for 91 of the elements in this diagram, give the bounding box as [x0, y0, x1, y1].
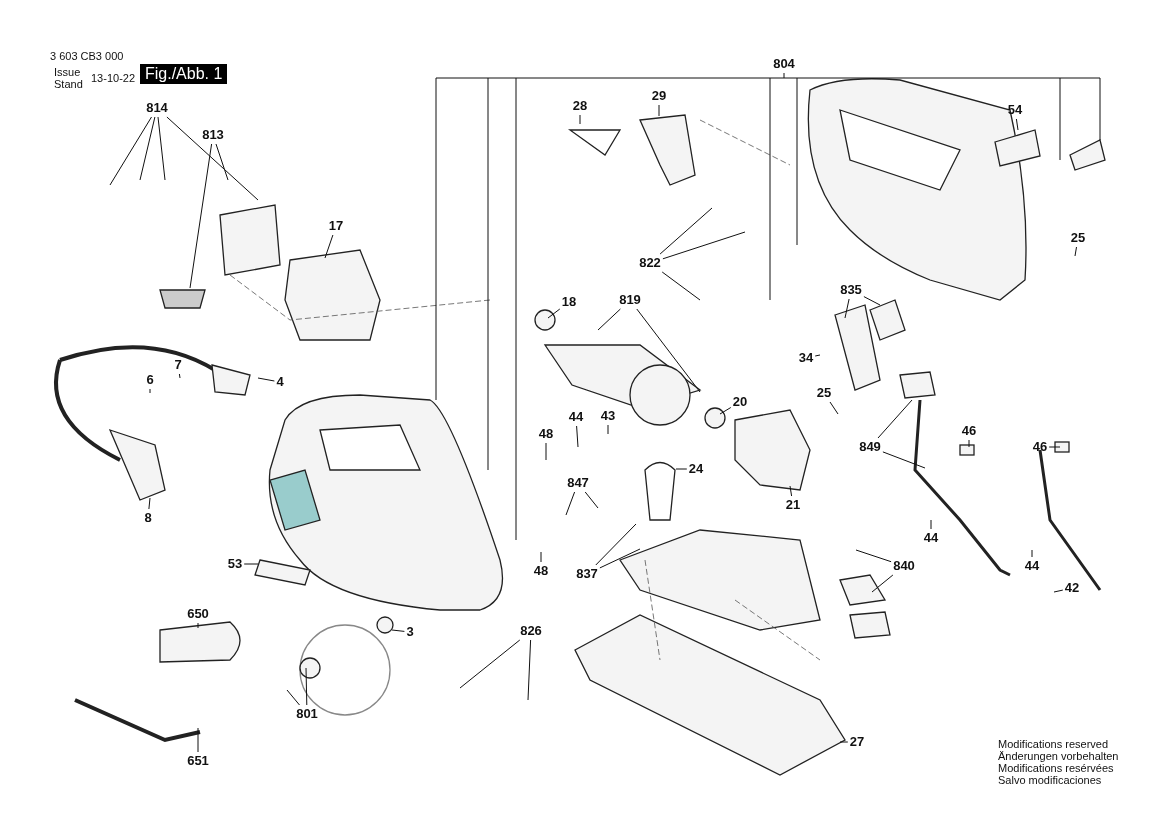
leader-line — [149, 388, 151, 394]
issue-label: Stand — [54, 78, 83, 90]
leader-line — [540, 551, 542, 563]
callout-number: 48 — [533, 564, 549, 578]
callout-number: 28 — [572, 99, 588, 113]
leader-line — [1015, 118, 1019, 131]
callout-number: 6 — [146, 373, 154, 387]
callout-number: 837 — [576, 567, 598, 581]
note-text: Modifications resérvées — [998, 762, 1114, 774]
leader-line — [257, 377, 275, 382]
callout-number: 42 — [1064, 581, 1080, 595]
leader-line — [435, 72, 1101, 541]
leader-line — [391, 629, 405, 632]
leader-line — [659, 207, 746, 301]
leader-line — [197, 727, 199, 753]
callout-number: 849 — [859, 440, 881, 454]
callout-number: 46 — [961, 424, 977, 438]
callout-number: 44 — [568, 410, 584, 424]
callout-number: 48 — [538, 427, 554, 441]
callout-number: 826 — [520, 624, 542, 638]
callout-number: 18 — [561, 295, 577, 309]
leader-line — [243, 563, 259, 565]
leader-line — [855, 549, 894, 593]
callout-number: 44 — [1024, 559, 1040, 573]
callout-number: 8 — [144, 511, 152, 525]
note-text: Salvo modificaciones — [998, 774, 1102, 786]
figure-label: Fig./Abb. 1 — [140, 64, 228, 84]
leader-line — [675, 468, 688, 470]
callout-number: 840 — [893, 559, 915, 573]
leader-line — [877, 399, 926, 469]
note-text: Modifications reserved — [998, 738, 1109, 750]
callout-number: 46 — [1032, 440, 1048, 454]
leader-line — [1048, 446, 1061, 448]
leader-line — [839, 741, 849, 743]
callout-number: 822 — [639, 256, 661, 270]
leader-line — [178, 373, 181, 379]
leader-line — [968, 439, 970, 448]
callout-number: 804 — [773, 57, 795, 71]
leader-line — [658, 104, 660, 117]
leader-line — [197, 622, 199, 629]
callout-number: 847 — [567, 476, 589, 490]
callout-number: 25 — [1070, 231, 1086, 245]
leader-line — [930, 519, 932, 530]
leader-line — [829, 401, 839, 415]
leader-line — [189, 143, 229, 289]
part-number: 3 603 CB3 000 — [50, 50, 124, 62]
callout-number: 29 — [651, 89, 667, 103]
callout-number: 651 — [187, 754, 209, 768]
leader-line — [579, 114, 581, 125]
callout-number: 814 — [146, 101, 168, 115]
leader-line — [1031, 549, 1033, 558]
callout-number: 7 — [174, 358, 182, 372]
callout-number: 17 — [328, 219, 344, 233]
callout-number: 650 — [187, 607, 209, 621]
callout-number: 819 — [619, 293, 641, 307]
callout-number: 813 — [202, 128, 224, 142]
leader-line — [576, 425, 579, 448]
callout-number: 3 — [406, 625, 414, 639]
callout-number: 53 — [227, 557, 243, 571]
callout-number: 24 — [688, 462, 704, 476]
leader-line — [324, 234, 334, 259]
callout-number: 801 — [296, 707, 318, 721]
leader-line — [814, 354, 821, 357]
leader-line — [547, 308, 561, 319]
leader-line — [844, 296, 881, 319]
callout-number: 20 — [732, 395, 748, 409]
leader-line — [595, 523, 641, 569]
callout-number: 34 — [798, 351, 814, 365]
leader-line — [459, 639, 532, 701]
callout-number: 25 — [816, 386, 832, 400]
callout-number: 27 — [849, 735, 865, 749]
leader-line — [607, 424, 609, 435]
callout-number: 43 — [600, 409, 616, 423]
leader-line — [286, 667, 308, 706]
callout-number: 4 — [276, 375, 284, 389]
leader-line — [109, 116, 259, 201]
leader-line — [1053, 589, 1064, 593]
issue-label: Issue — [54, 66, 81, 78]
leader-line — [148, 497, 151, 510]
leader-line — [597, 308, 701, 393]
leader-line — [565, 491, 599, 516]
leader-line — [1074, 246, 1077, 257]
callout-number: 44 — [923, 531, 939, 545]
callout-number: 54 — [1007, 103, 1023, 117]
callout-number: 835 — [840, 283, 862, 297]
callout-number: 21 — [785, 498, 801, 512]
leader-line — [789, 485, 793, 497]
leader-line — [545, 442, 547, 461]
date-text: 13-10-22 — [91, 72, 136, 84]
leader-line — [719, 407, 732, 415]
note-text: Änderungen vorbehalten — [998, 750, 1119, 762]
